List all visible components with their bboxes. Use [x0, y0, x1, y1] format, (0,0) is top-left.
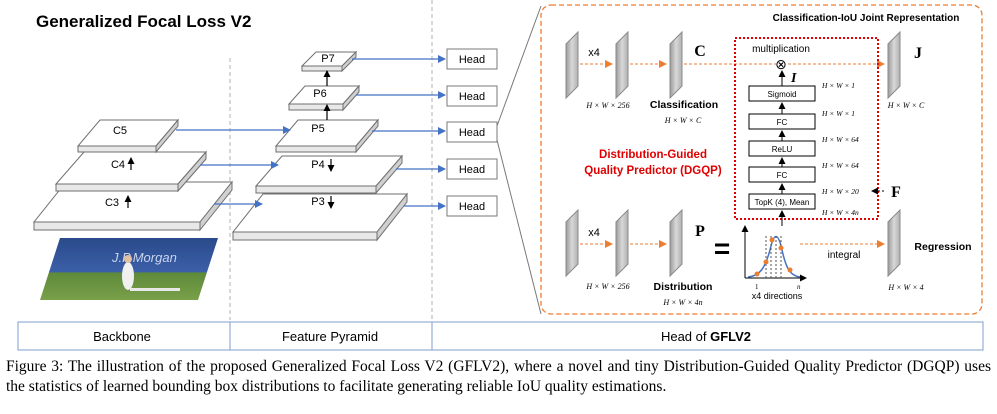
figure-title: Generalized Focal Loss V2: [36, 12, 251, 31]
x4-directions-label: x4 directions: [752, 291, 803, 301]
input-image: J.P.Morgan: [40, 238, 218, 300]
dgqp-layer-topk: TopK (4), Mean: [748, 193, 816, 210]
dgqp-layer-fc1: FC: [748, 166, 816, 183]
regression-dim: H × W × 4: [887, 283, 923, 292]
head-box-1: Head: [446, 48, 498, 70]
distribution-label: Distribution: [654, 281, 713, 293]
cls-x4-label: x4: [588, 47, 600, 59]
c3-label: C3: [105, 197, 119, 209]
fc-label: FC: [777, 171, 788, 180]
cls-input-dim: H × W × 256: [585, 101, 629, 110]
reg-x4-label: x4: [588, 227, 600, 239]
distribution-slab: [669, 208, 683, 278]
backbone-c4-layer: [54, 150, 208, 193]
reg-input-dim: H × W × 256: [585, 282, 629, 291]
sigmoid-label: Sigmoid: [768, 90, 797, 99]
head-box-5: Head: [446, 195, 498, 217]
pyramid-p6-layer: [287, 84, 361, 112]
reg-input-slab: [565, 208, 579, 278]
dgqp-dim-2: H × W × 1: [821, 109, 855, 118]
fc-label: FC: [777, 118, 788, 127]
zoom-line-bottom: [496, 139, 542, 315]
cls-input-slab: [565, 30, 579, 100]
bottom-bar: [17, 321, 984, 351]
head-label: Head: [459, 91, 485, 103]
label-p: P: [695, 223, 705, 240]
backbone-c5-layer: [76, 118, 180, 154]
regression-slab: [887, 208, 901, 278]
dgqp-box: [734, 37, 879, 220]
classification-label: Classification: [650, 99, 718, 111]
dgqp-layer-sigmoid: Sigmoid: [748, 85, 816, 102]
p3-label: P3: [311, 196, 324, 208]
p6-label: P6: [313, 88, 326, 100]
reg-mid-slab: [615, 208, 629, 278]
dgqp-dim-1: H × W × 1: [821, 81, 855, 90]
head-label: Head: [459, 127, 485, 139]
caption-text: The illustration of the proposed General…: [6, 358, 991, 395]
multiplication-symbol: ⊗: [775, 56, 787, 72]
j-dim: H × W × C: [887, 101, 925, 110]
dgqp-dim-4: H × W × 64: [821, 161, 859, 170]
head-label: Head: [459, 54, 485, 66]
pyramid-p7-layer: [300, 50, 358, 73]
figure-caption: Figure 3: The illustration of the propos…: [6, 357, 991, 397]
head-label: Head: [459, 201, 485, 213]
dgqp-dim-6: H × W × 4n: [821, 208, 859, 217]
cls-mid-slab: [615, 30, 629, 100]
axis-label-1: 1: [755, 283, 759, 291]
cls-output-slab: [669, 30, 683, 100]
regression-label: Regression: [914, 241, 971, 253]
p5-label: P5: [311, 123, 324, 135]
photo-banner-text: J.P.Morgan: [111, 250, 177, 265]
classification-dim: H × W × C: [664, 116, 702, 125]
axis-label-n: n: [797, 283, 801, 291]
head-label: Head: [459, 164, 485, 176]
joint-representation-header: Classification-IoU Joint Representation: [773, 13, 960, 24]
label-j: J: [914, 45, 922, 62]
head-section-label: Head of GFLV2: [661, 329, 751, 344]
caption-prefix: Figure 3:: [6, 358, 64, 375]
c5-label: C5: [113, 125, 127, 137]
label-c: C: [694, 43, 706, 60]
p7-label: P7: [321, 53, 334, 65]
dgqp-dim-3: H × W × 64: [821, 135, 859, 144]
backbone-section-label: Backbone: [93, 329, 151, 344]
pyramid-p5-layer: [274, 118, 380, 154]
j-output-slab: [887, 30, 901, 100]
head-box-4: Head: [446, 158, 498, 180]
backbone-c3-layer: [32, 180, 234, 232]
dgqp-title-line2: Quality Predictor (DGQP): [584, 165, 722, 177]
distribution-dim: H × W × 4n: [662, 298, 702, 307]
dgqp-layer-fc2: FC: [748, 113, 816, 130]
multiplication-label: multiplication: [752, 44, 810, 55]
head-section-bold: GFLV2: [710, 329, 751, 344]
head-box-2: Head: [446, 85, 498, 107]
integral-label: integral: [828, 250, 861, 261]
pyramid-p4-layer: [254, 154, 404, 195]
dgqp-layer-relu: ReLU: [748, 140, 816, 157]
dgqp-dim-5: H × W × 20: [821, 187, 859, 196]
label-i: I: [790, 71, 797, 86]
equals-sign: =: [714, 233, 730, 264]
topk-label: TopK (4), Mean: [755, 198, 810, 207]
zoom-line-top: [496, 5, 542, 127]
head-box-3: Head: [446, 121, 498, 143]
relu-label: ReLU: [772, 145, 793, 154]
head-detail-box: [540, 4, 983, 315]
head-section-prefix: Head of: [661, 329, 710, 344]
pyramid-section-label: Feature Pyramid: [282, 329, 378, 344]
pyramid-p3-layer: [231, 192, 409, 242]
p4-label: P4: [311, 159, 324, 171]
dgqp-title-line1: Distribution-Guided: [599, 149, 707, 161]
label-f: F: [891, 184, 901, 201]
distribution-plot: [741, 225, 807, 282]
c4-label: C4: [111, 159, 125, 171]
